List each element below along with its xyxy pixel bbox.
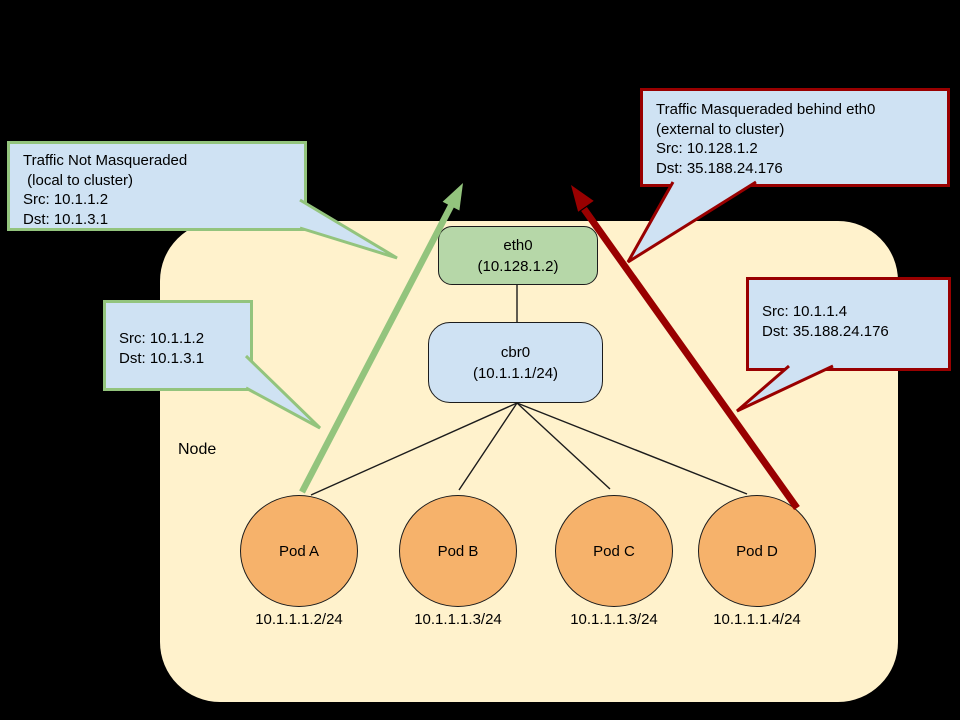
callout-masqueraded: Traffic Masqueraded behind eth0 (externa… (640, 88, 950, 187)
callout-line: Dst: 35.188.24.176 (656, 159, 783, 177)
callout-external-detail: Src: 10.1.1.4 Dst: 35.188.24.176 (746, 277, 951, 371)
callout-line: Traffic Masqueraded behind eth0 (656, 101, 876, 118)
callout-line: Src: 10.128.1.2 (656, 140, 758, 157)
callout-line: Src: 10.1.1.2 (119, 330, 205, 347)
local-traffic-arrowhead-icon (442, 183, 463, 211)
eth0-ip: (10.128.1.2) (477, 257, 559, 275)
cbr0-box: cbr0 (10.1.1.1/24) (428, 322, 603, 403)
callout-line: Traffic Not Masqueraded (23, 152, 188, 169)
callout-line: (local to cluster) (23, 171, 134, 189)
pod-a-ip: 10.1.1.1.2/24 (255, 611, 343, 628)
callout-line: Dst: 10.1.3.1 (119, 349, 205, 367)
pod-b-ip: 10.1.1.1.3/24 (414, 611, 502, 628)
pod-c-ip: 10.1.1.1.3/24 (570, 611, 658, 628)
pod-b-label: Pod B (437, 542, 479, 560)
cbr0-title: cbr0 (500, 343, 531, 361)
callout-local-detail: Src: 10.1.1.2 Dst: 10.1.3.1 (103, 300, 253, 391)
pod-a-label: Pod A (278, 542, 320, 560)
external-traffic-arrowhead-icon (571, 185, 594, 212)
callout-not-masqueraded: Traffic Not Masqueraded (local to cluste… (7, 141, 307, 231)
callout-line: Dst: 35.188.24.176 (762, 322, 889, 340)
pod-c-label: Pod C (593, 542, 635, 560)
pod-d-label: Pod D (736, 542, 778, 560)
cbr0-ip: (10.1.1.1/24) (472, 364, 559, 382)
pod-a-circle: Pod A (240, 495, 358, 607)
pod-c-circle: Pod C (555, 495, 673, 607)
callout-line: Src: 10.1.1.4 (762, 303, 848, 320)
callout-line: (external to cluster) (656, 120, 785, 138)
eth0-title: eth0 (503, 236, 533, 254)
callout-line: Src: 10.1.1.2 (23, 191, 109, 208)
callout-line: Dst: 10.1.3.1 (23, 210, 109, 228)
pod-d-ip: 10.1.1.1.4/24 (713, 611, 801, 628)
pod-d-circle: Pod D (698, 495, 816, 607)
pod-b-circle: Pod B (399, 495, 517, 607)
node-label: Node (178, 441, 217, 458)
eth0-box: eth0 (10.128.1.2) (438, 226, 598, 285)
